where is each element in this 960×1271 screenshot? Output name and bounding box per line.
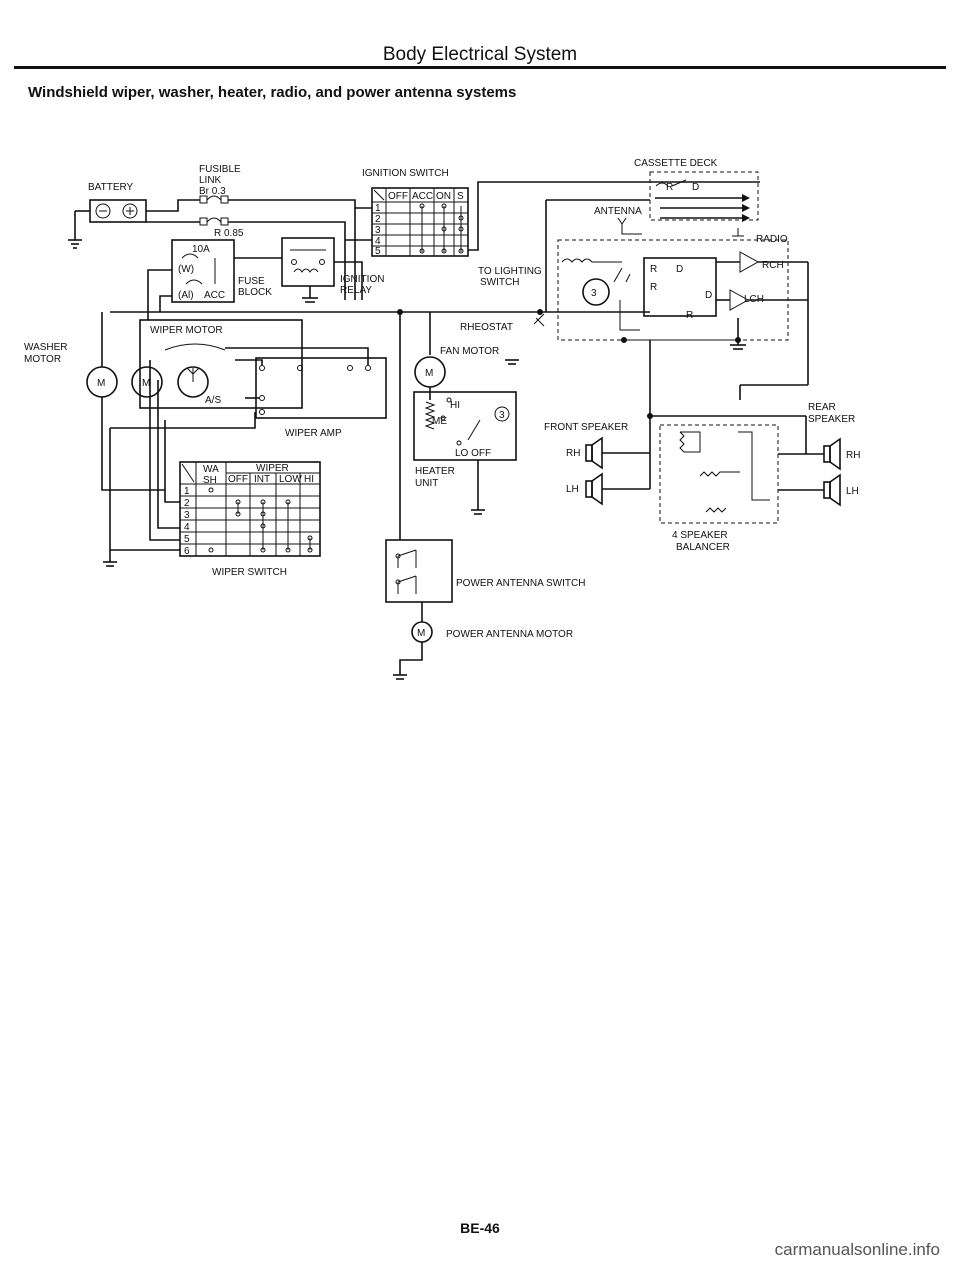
ignition-switch: IGNITION SWITCH OFF ACC ON S 1 2 3 4 5 [345,168,760,257]
svg-text:3: 3 [184,510,190,521]
fusible-link-label-2: LINK [199,175,222,186]
fuse-acc-label: ACC [204,290,225,301]
washer-motor-m: M [97,378,105,389]
ws-sh-label: SH [203,475,217,486]
front-speakers: FRONT SPEAKER RH LH [544,340,653,506]
svg-text:4: 4 [184,522,190,533]
ws-int-label: INT [254,474,270,485]
radio-label: RADIO [756,234,788,245]
svg-text:6: 6 [184,546,190,557]
rheostat-label: RHEOSTAT [460,322,513,333]
heater-unit-label-2: UNIT [415,478,438,489]
pa-motor-m: M [417,628,425,639]
rd-r-mid2: R [650,282,657,293]
wiper-motor: WIPER MOTOR M A/S [131,319,303,409]
fan-motor-m: M [425,368,433,379]
svg-text:3: 3 [591,288,597,299]
rear-speaker-label-1: REAR [808,402,836,413]
svg-text:1: 1 [375,203,381,214]
power-antenna-motor-label: POWER ANTENNA MOTOR [446,629,573,640]
front-lh-label: LH [566,484,579,495]
heater-me-label: ME [432,416,447,427]
cassette-deck-label: CASSETTE DECK [634,158,718,169]
rear-lh-label: LH [846,486,859,497]
power-antenna: POWER ANTENNA SWITCH M POWER ANTENNA MOT… [385,539,585,680]
fuse-10a-label: 10A [192,244,210,255]
svg-text:5: 5 [375,246,381,257]
washer-motor-label-2: MOTOR [24,354,61,365]
ignition-switch-label: IGNITION SWITCH [362,168,449,179]
rd-r-low: R [686,310,693,321]
svg-text:2: 2 [184,498,190,509]
ign-s-label: S [457,191,464,202]
svg-text:3: 3 [375,225,381,236]
front-rh-label: RH [566,448,580,459]
to-lighting-label-2: SWITCH [480,277,519,288]
ws-off-label: OFF [228,474,248,485]
svg-text:3: 3 [499,410,505,421]
svg-text:5: 5 [184,534,190,545]
heater-lo-off-label: LO OFF [455,448,491,459]
cassette-radio: CASSETTE DECK R D ANTENNA RADIO 3 R D R … [545,158,809,400]
antenna-label: ANTENNA [594,206,642,217]
ws-wiper-label: WIPER [256,463,289,474]
diagram-title: Windshield wiper, washer, heater, radio,… [28,84,517,101]
front-speaker-label: FRONT SPEAKER [544,422,628,433]
fuse-w-label: (W) [178,264,194,275]
fusible-link-label-3: Br 0.3 [199,186,226,197]
fusible-link-label-1: FUSIBLE [199,164,241,175]
svg-text:4: 4 [375,236,381,247]
wiper-motor-m: M [142,378,150,389]
svg-text:1: 1 [184,486,190,497]
battery-label: BATTERY [88,182,134,193]
svg-text:2: 2 [375,214,381,225]
battery: BATTERY [68,182,147,249]
wiper-amp: WIPER AMP [110,347,387,439]
ign-acc-label: ACC [412,191,433,202]
washer-motor: WASHER MOTOR M [24,312,165,491]
as-label: A/S [205,395,221,406]
r085-label: R 0.85 [214,228,244,239]
rear-speaker-label-2: SPEAKER [808,414,855,425]
heater-fan: TO LIGHTING SWITCH RHEOSTAT FAN MOTOR M … [399,266,545,540]
fusible-link: R 0.85 [146,195,356,300]
fuse-block: 10A (W) (Al) ACC FUSE BLOCK [147,239,272,320]
wiper-amp-label: WIPER AMP [285,428,342,439]
wiper-switch-label: WIPER SWITCH [212,567,287,578]
wiper-motor-label: WIPER MOTOR [150,325,223,336]
ws-wa-label: WA [203,464,219,475]
rd-d-low: D [705,290,712,301]
rd-d-top: D [692,182,699,193]
heater-hi-label: HI [450,400,460,411]
fan-motor-label: FAN MOTOR [440,346,499,357]
rd-d-mid: D [676,264,683,275]
wiper-switch: WA SH WIPER OFF INT LOW HI 1 2 3 4 5 6 W… [103,360,321,578]
fuse-al-label: (Al) [178,290,194,301]
rear-rh-label: RH [846,450,860,461]
ign-relay-label-2: RELAY [340,285,372,296]
fuse-block-label-2: BLOCK [238,287,272,298]
to-lighting-label-1: TO LIGHTING [478,266,542,277]
washer-motor-label-1: WASHER [24,342,68,353]
ign-on-label: ON [436,191,451,202]
power-antenna-switch-label: POWER ANTENNA SWITCH [456,578,585,589]
heater-unit-label-1: HEATER [415,466,455,477]
ign-off-label: OFF [388,191,408,202]
page-number: BE-46 [460,1220,500,1236]
rear-speakers: REAR SPEAKER RH LH [778,402,860,507]
rch-label: RCH [762,260,784,271]
page-header: Body Electrical System [382,44,578,65]
rd-r-mid: R [650,264,657,275]
ws-low-label: LOW [279,474,302,485]
balancer-label-2: BALANCER [676,542,730,553]
fuse-block-label-1: FUSE [238,276,265,287]
watermark: carmanualsonline.info [774,1240,940,1259]
speaker-balancer: 4 SPEAKER BALANCER [650,415,806,553]
ws-hi-label: HI [304,474,314,485]
balancer-label-1: 4 SPEAKER [672,530,728,541]
rd-r-top: R [666,182,673,193]
header-rule [14,66,946,69]
